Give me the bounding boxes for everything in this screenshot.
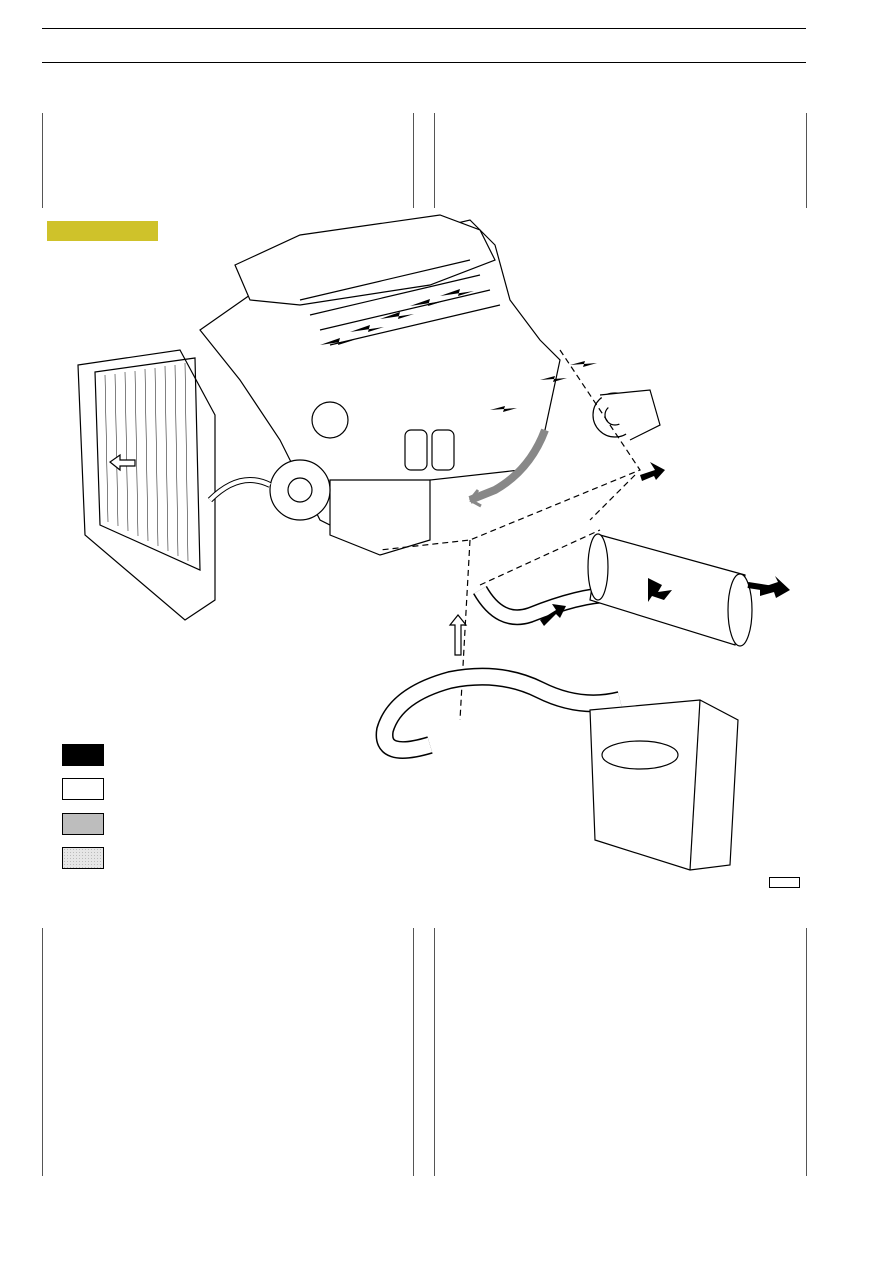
- oil-filter-2: [431, 429, 455, 471]
- oil-filter-1: [404, 429, 428, 471]
- white-swatch: [62, 778, 104, 800]
- radiator: [77, 349, 216, 621]
- flow-arrow-1: [648, 578, 672, 602]
- flow-arrow-intake: [468, 428, 549, 504]
- crank-pulley: [269, 459, 331, 521]
- right-margin-line-lower: [806, 928, 807, 1176]
- flow-arrow-4: [640, 462, 665, 481]
- center-line-right: [434, 113, 435, 208]
- center-line-left-lower: [413, 928, 414, 1176]
- header-bottom-rule: [42, 62, 806, 63]
- flow-arrow-2: [540, 604, 566, 626]
- silencer: [589, 534, 746, 646]
- flow-arrow-3: [760, 576, 790, 598]
- black-swatch: [62, 744, 104, 766]
- header-top-rule: [42, 28, 806, 29]
- light-dotted-swatch: [62, 847, 104, 869]
- upward-arrow: [448, 614, 468, 656]
- left-margin-line: [42, 113, 43, 208]
- center-line-right-lower: [434, 928, 435, 1176]
- oil-sump: [329, 479, 431, 556]
- section-tag: [47, 221, 158, 241]
- grey-swatch: [62, 813, 104, 835]
- center-line-left: [413, 113, 414, 208]
- engine-top-cover: [234, 214, 496, 306]
- left-margin-line-lower: [42, 928, 43, 1176]
- right-margin-line: [806, 113, 807, 208]
- air-filter: [589, 699, 739, 871]
- figure-reference-box: [769, 877, 800, 888]
- fan-pulley: [311, 401, 349, 439]
